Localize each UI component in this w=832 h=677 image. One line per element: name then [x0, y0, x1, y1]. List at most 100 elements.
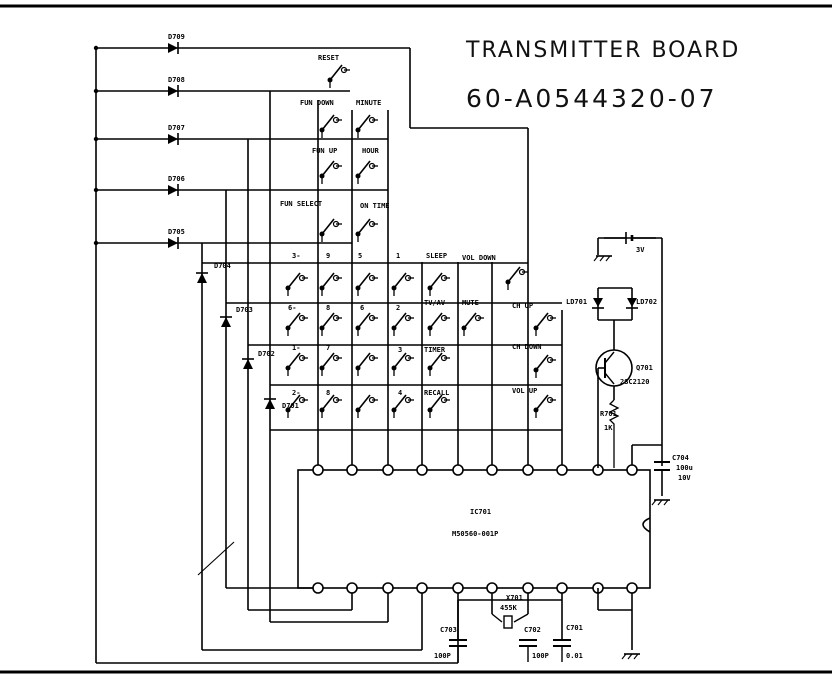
crystal-value: 455K: [500, 604, 518, 612]
ic701-ref-label: IC701: [470, 508, 491, 516]
switch: [391, 352, 414, 376]
switch-label: 4: [398, 389, 402, 397]
switch-label: CH DOWN: [512, 343, 542, 351]
switch: TV/AV: [424, 299, 450, 336]
switch-layer: RESET FUN DOWN MINUTE FUN UP HOUR FUN SELECT O…: [280, 54, 556, 418]
switch-label: MINUTE: [356, 99, 381, 107]
switch-label: 8: [326, 389, 330, 397]
crystal-x701: X701 455K: [491, 594, 529, 629]
diode-d706: D706: [93, 175, 185, 196]
switch-label: 3: [398, 346, 402, 354]
diode-d703: D703: [220, 306, 253, 327]
battery-3v: 3V: [604, 232, 656, 254]
switch: ON TIME: [355, 202, 390, 242]
switch-label: FUN SELECT: [280, 200, 322, 208]
switch: CH UP: [512, 302, 556, 336]
ic-top-pins: [312, 464, 638, 476]
switch-label: 1: [396, 252, 400, 260]
ground-symbol: [651, 499, 670, 506]
switch: [391, 394, 414, 418]
resistor-value: 1K: [604, 424, 613, 432]
switch-label: ON TIME: [360, 202, 390, 210]
diode-label: D707: [168, 124, 185, 132]
led-label: LD701: [566, 298, 587, 306]
switch: 1-: [285, 344, 308, 376]
switch-label: 7: [326, 344, 330, 352]
switch: 2-: [285, 389, 308, 418]
ground-symbol: [593, 255, 612, 262]
switch-label: TIMER: [424, 346, 446, 354]
switch: 6: [355, 304, 378, 336]
switch-label: SLEEP: [426, 252, 447, 260]
diode-d701: D701: [264, 398, 299, 410]
switch-label: 5: [358, 252, 362, 260]
led-pair: LD701 LD702: [566, 298, 657, 309]
led-label: LD702: [636, 298, 657, 306]
capacitor-value: 100P: [532, 652, 549, 660]
ic701-part-label: M50560-001P: [452, 530, 498, 538]
switch-label: VOL DOWN: [462, 254, 496, 262]
switch-label: VOL UP: [512, 387, 537, 395]
switch: 8: [319, 389, 342, 418]
switch-label: RECALL: [424, 389, 449, 397]
diode-label: D708: [168, 76, 185, 84]
switch-label: 9: [326, 252, 330, 260]
switch-label: 2: [396, 304, 400, 312]
diode-label: D705: [168, 228, 185, 236]
diode-label: D704: [214, 262, 231, 270]
switch-label: HOUR: [362, 147, 380, 155]
switch: HOUR: [355, 147, 380, 184]
diode-d705: D705: [93, 228, 185, 249]
switch-label: RESET: [318, 54, 339, 62]
capacitor-voltage: 10V: [678, 474, 691, 482]
diode-d709: D709: [93, 33, 185, 54]
switch: RESET: [318, 54, 350, 88]
capacitor-ref: C703: [440, 626, 457, 634]
switch-label: 6: [360, 304, 364, 312]
switch-label: 8: [326, 304, 330, 312]
switch: MUTE: [461, 299, 484, 336]
switch: FUN UP: [312, 147, 342, 184]
transistor-part: 2SC2120: [620, 378, 650, 386]
board-title: TRANSMITTER BOARD: [466, 38, 741, 63]
board-part-number: 60-A0544320-07: [466, 84, 718, 113]
switch: TIMER: [424, 346, 450, 376]
switch-label: 6-: [288, 304, 296, 312]
switch-label: FUN DOWN: [300, 99, 334, 107]
capacitor-c703: C703 100P: [434, 626, 467, 662]
switch: 7: [319, 344, 342, 376]
switch: 8: [319, 304, 342, 336]
switch: 4: [355, 389, 402, 418]
switch: 3-: [285, 252, 308, 296]
switch: 1: [391, 252, 414, 296]
capacitor-ref: C701: [566, 624, 583, 632]
switch: MINUTE: [355, 99, 381, 138]
switch: 3: [355, 346, 402, 376]
title-block: TRANSMITTER BOARD 60-A0544320-07: [466, 38, 740, 114]
ic701-chip: IC701 M50560-001P: [297, 464, 651, 594]
ground-symbol: [621, 653, 640, 660]
switch: RECALL: [424, 389, 450, 418]
capacitor-value: 100P: [434, 652, 451, 660]
capacitor-c701: C701 0.01: [553, 624, 583, 662]
diode-d707: D707: [93, 124, 185, 145]
battery-label: 3V: [636, 246, 645, 254]
switch-label: FUN UP: [312, 147, 337, 155]
capacitor-value: 0.01: [566, 652, 583, 660]
switch: FUN DOWN: [300, 99, 342, 138]
switch-label: 3-: [292, 252, 300, 260]
switch: FUN SELECT: [280, 200, 342, 242]
switch-label: 2-: [292, 389, 300, 397]
switch-label: MUTE: [462, 299, 479, 307]
switch-label: CH UP: [512, 302, 533, 310]
diode-layer: D709D708D707D706D705D704D703D702D701: [93, 33, 299, 410]
capacitor-value: 100u: [676, 464, 693, 472]
switch: 6-: [285, 304, 308, 336]
switch: 2: [391, 304, 414, 336]
capacitor-ref: C704: [672, 454, 689, 462]
switch-label: 1-: [292, 344, 300, 352]
crystal-ref: X701: [506, 594, 523, 602]
